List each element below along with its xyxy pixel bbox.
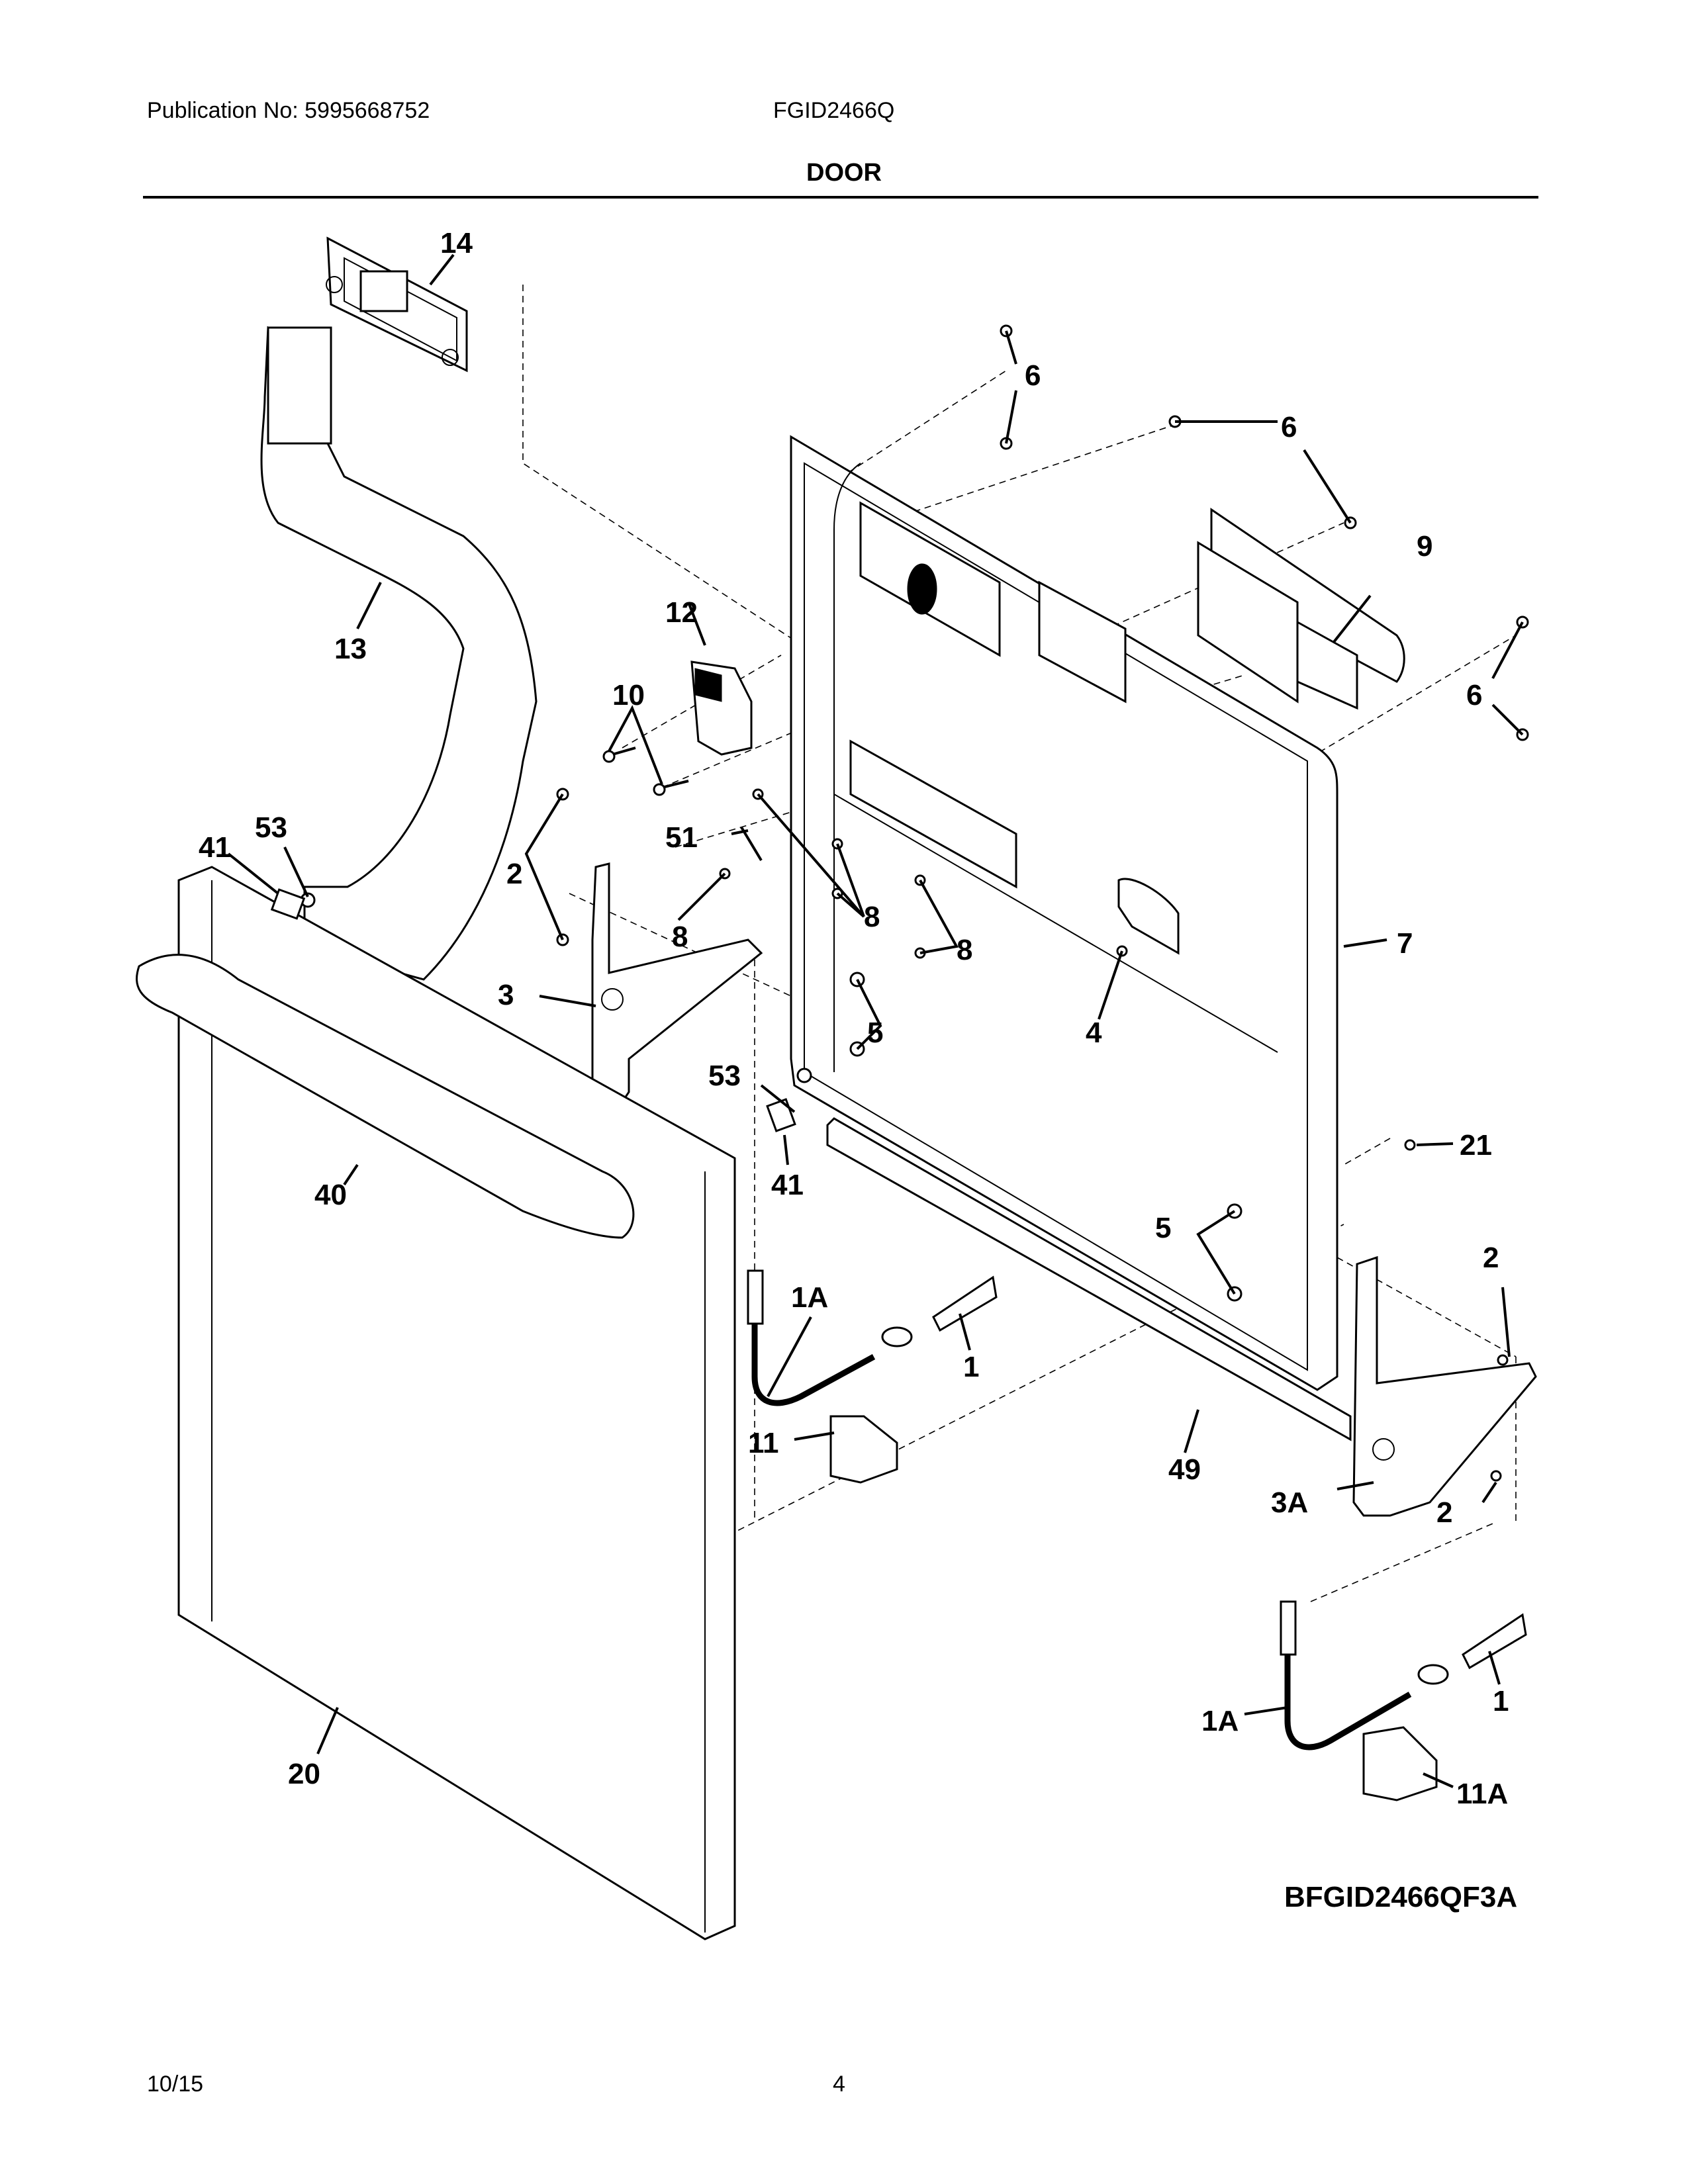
callout-13: 13 bbox=[334, 633, 367, 665]
part-1-spring-right bbox=[1462, 1613, 1527, 1670]
callout-2: 2 bbox=[506, 858, 522, 890]
callout-6: 6 bbox=[1025, 359, 1041, 392]
callout-1: 1 bbox=[963, 1351, 979, 1383]
callout-7: 7 bbox=[1397, 927, 1413, 960]
callout-labels: 14 13 12 10 51 41 53 2 8 8 8 3 5 4 7 53 … bbox=[199, 227, 1509, 1810]
callout-8: 8 bbox=[672, 921, 688, 953]
callout-41: 41 bbox=[771, 1169, 804, 1201]
callout-3: 3 bbox=[498, 979, 514, 1011]
callout-51: 51 bbox=[665, 821, 698, 854]
section-title: DOOR bbox=[806, 159, 882, 187]
callout-11a: 11A bbox=[1456, 1778, 1508, 1810]
callout-5: 5 bbox=[1155, 1212, 1171, 1244]
model-number: FGID2466Q bbox=[773, 98, 895, 123]
part-9-control-board bbox=[1197, 508, 1405, 710]
callout-8: 8 bbox=[864, 901, 880, 933]
part-11-bracket-left bbox=[829, 1415, 898, 1484]
callout-9: 9 bbox=[1417, 530, 1432, 563]
part-1-spring-left bbox=[932, 1275, 998, 1332]
part-14-latch-housing bbox=[326, 236, 468, 373]
part-12-switch bbox=[690, 660, 753, 756]
part-13-vent-duct bbox=[260, 326, 538, 981]
callout-11: 11 bbox=[748, 1427, 779, 1459]
callout-21: 21 bbox=[1460, 1129, 1492, 1161]
callout-4: 4 bbox=[1086, 1017, 1102, 1049]
diagram-code: BFGID2466QF3A bbox=[1284, 1881, 1518, 1913]
callout-41: 41 bbox=[199, 831, 231, 864]
part-3a-hinge-right bbox=[1352, 1255, 1537, 1517]
part-20-outer-door bbox=[177, 866, 736, 1940]
callout-5: 5 bbox=[867, 1017, 883, 1049]
callout-53: 53 bbox=[255, 811, 287, 844]
callout-10: 10 bbox=[612, 679, 645, 711]
callout-14: 14 bbox=[440, 227, 473, 259]
callout-leader-lines bbox=[227, 253, 1524, 1788]
publication-number: Publication No: 5995668752 bbox=[147, 98, 430, 123]
callout-1a: 1A bbox=[1201, 1705, 1239, 1737]
callout-12: 12 bbox=[665, 596, 698, 629]
page-number: 4 bbox=[833, 2071, 845, 2097]
callout-8: 8 bbox=[957, 934, 972, 966]
callout-49: 49 bbox=[1168, 1453, 1201, 1486]
part-11a-bracket-right bbox=[1362, 1726, 1438, 1801]
part-10-screws bbox=[602, 747, 689, 796]
callout-3a: 3A bbox=[1271, 1486, 1308, 1519]
callout-6: 6 bbox=[1466, 679, 1482, 711]
callout-1: 1 bbox=[1493, 1685, 1509, 1717]
callout-20: 20 bbox=[288, 1758, 320, 1790]
callout-2: 2 bbox=[1483, 1242, 1499, 1274]
callout-1a: 1A bbox=[791, 1281, 828, 1314]
part-40-door-handle bbox=[136, 954, 635, 1239]
callout-2: 2 bbox=[1436, 1496, 1452, 1529]
footer-date: 10/15 bbox=[147, 2071, 204, 2097]
header-divider bbox=[143, 196, 1538, 199]
part-49-bottom-trim bbox=[826, 1117, 1352, 1441]
part-1a-cable-left bbox=[747, 1269, 913, 1406]
part-3-hinge-left bbox=[591, 862, 763, 1114]
part-1a-cable-right bbox=[1280, 1600, 1449, 1751]
callout-53: 53 bbox=[708, 1060, 741, 1092]
callout-40: 40 bbox=[314, 1179, 347, 1211]
callout-6: 6 bbox=[1281, 411, 1297, 443]
part-7-inner-door-panel bbox=[790, 435, 1338, 1391]
